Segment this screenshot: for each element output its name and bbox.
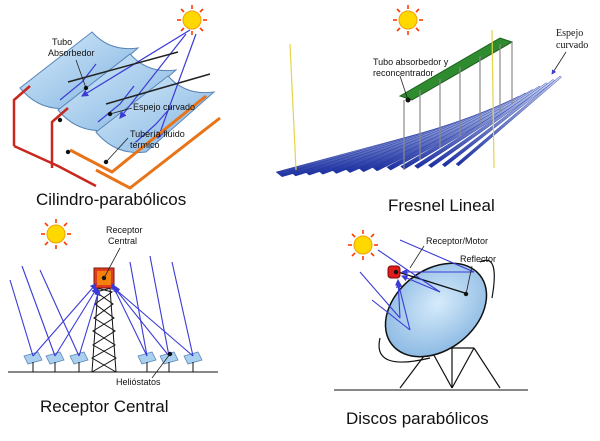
panel-parabolic-dish: Receptor/Motor Reflector Discos parabóli… [334,229,528,428]
fresnel-rays [289,29,495,171]
label-pipe-line2: térmico [130,140,160,150]
panel-central-receiver: Receptor Central Helióstatos Receptor Ce… [8,218,218,416]
sun-icon [392,4,424,36]
heliostats [23,351,203,365]
label-curved-mirror: Espejo curvado [133,102,195,112]
caption-parabolic-dish: Discos parabólicos [346,409,489,428]
label-pipe-line1: Tubería fluido [130,129,185,139]
label-receiver-line2: Central [108,236,137,246]
label-receiver-line1: Receptor [106,225,143,235]
dish-reflector [384,262,488,358]
panel-linear-fresnel: Tubo absorbedor y reconcentrador Espejo … [275,4,588,215]
label-heliostats: Helióstatos [116,377,161,387]
caption-central-receiver: Receptor Central [40,397,169,416]
fresnel-mirror-field [275,75,562,178]
label-fresnel-absorber-line2: reconcentrador [373,68,434,78]
panel-parabolic-trough: Tubo Absorbedor Espejo curvado Tubería f… [12,4,221,209]
label-dish-reflector: Reflector [460,254,496,264]
label-dish-receiver: Receptor/Motor [426,236,488,246]
fresnel-mirror-strip [455,75,562,167]
label-fresnel-mirror-line1: Espejo [556,28,583,39]
trough-mirrors [19,31,216,154]
fresnel-mirror-strip [414,85,542,169]
support-poles [403,42,513,170]
support-frame [12,85,31,146]
caption-linear-fresnel: Fresnel Lineal [388,196,495,215]
dish-rays [359,239,475,331]
caption-parabolic-trough: Cilindro-parabólicos [36,190,186,209]
label-fresnel-absorber-line1: Tubo absorbedor y [373,57,449,67]
sun-icon [347,229,379,261]
label-absorber-line1: Tubo [52,37,72,47]
label-absorber-line2: Absorbedor [48,48,95,58]
heat-transfer-pipe [95,116,221,190]
sun-icon [40,218,72,250]
sun-icon [176,4,208,36]
absorber-tube [67,51,179,83]
label-fresnel-mirror-line2: curvado [556,40,588,51]
tower-rays [9,255,194,357]
